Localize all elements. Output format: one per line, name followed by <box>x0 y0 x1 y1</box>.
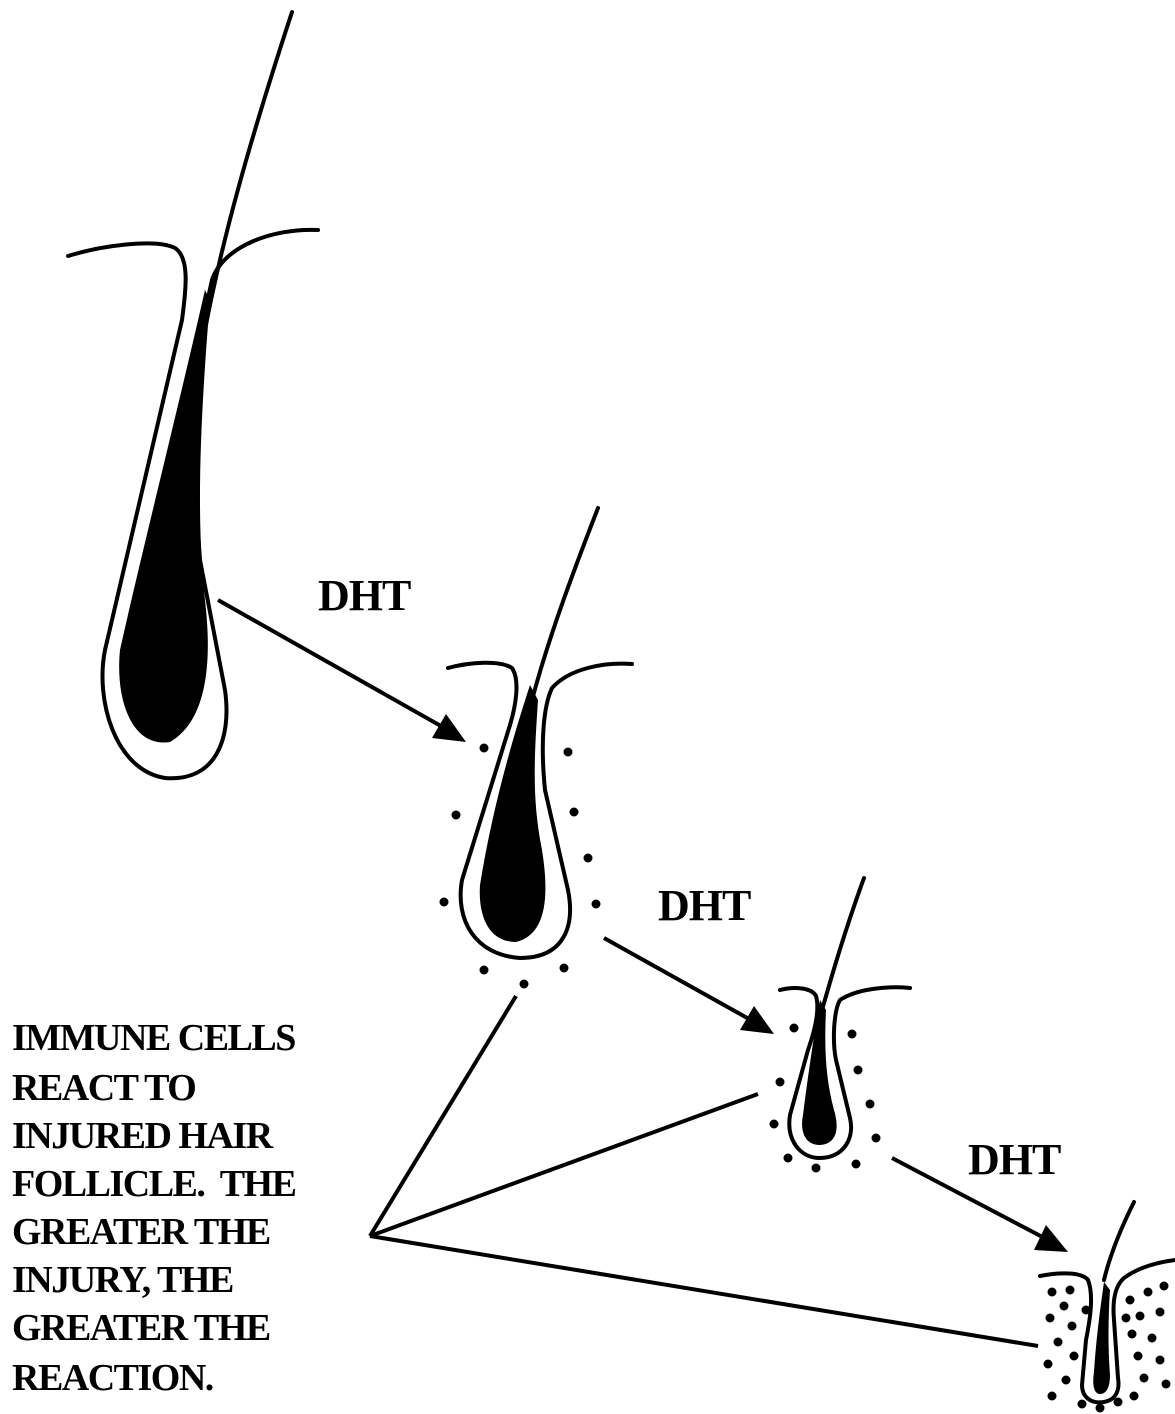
follicle-healthy <box>68 12 318 778</box>
pointer-to-follicle-4 <box>370 1236 1038 1346</box>
caption-line-2: REACT TO <box>12 1067 195 1109</box>
hair-shaft-1 <box>205 12 292 330</box>
follicle-outline-3 <box>780 987 910 1158</box>
dht-label-2: DHT <box>658 881 751 930</box>
caption-line-7: GREATER THE <box>12 1307 270 1349</box>
hair-shaft-2 <box>532 508 598 700</box>
hair-bulb-4 <box>1093 1282 1110 1394</box>
caption-line-3: INJURED HAIR <box>12 1115 274 1157</box>
follicle-injured-2 <box>770 878 911 1173</box>
pointer-to-follicle-2 <box>370 996 516 1236</box>
hair-shaft-4 <box>1104 1202 1134 1280</box>
caption-line-4: FOLLICLE. THE <box>12 1163 296 1205</box>
arrow-1 <box>218 600 466 742</box>
hair-bulb-3 <box>802 1000 837 1145</box>
hair-bulb-2 <box>480 685 546 942</box>
follicle-injured-1 <box>440 508 633 989</box>
pointer-to-follicle-3 <box>370 1094 758 1236</box>
caption-line-8: REACTION. <box>12 1357 213 1399</box>
caption-line-1: IMMUNE CELLS <box>12 1017 295 1059</box>
follicle-miniaturized <box>1040 1202 1175 1413</box>
dht-label-3: DHT <box>968 1135 1061 1184</box>
caption: IMMUNE CELLS REACT TO INJURED HAIR FOLLI… <box>12 1017 296 1399</box>
caption-line-6: INJURY, THE <box>12 1259 233 1301</box>
pointer-lines <box>370 996 1038 1346</box>
caption-line-5: GREATER THE <box>12 1211 270 1253</box>
dht-label-1: DHT <box>318 571 411 620</box>
arrow-2 <box>604 938 774 1034</box>
hair-bulb-1 <box>119 290 210 743</box>
